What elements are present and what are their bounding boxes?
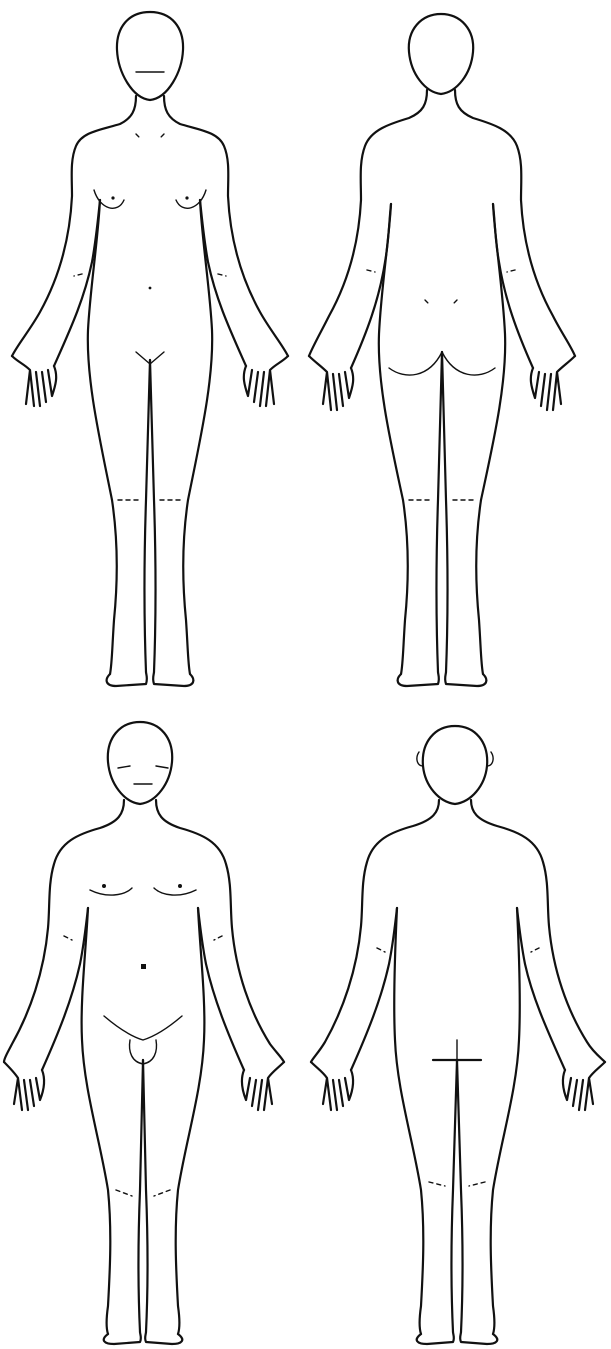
female-back-figure (305, 0, 611, 700)
male-back-outline (311, 726, 605, 1344)
male-front-details (64, 766, 222, 1196)
male-back-figure (305, 700, 611, 1349)
female-front-figure (0, 0, 305, 700)
female-front-details (74, 72, 226, 500)
female-front-outline (12, 12, 288, 686)
female-back-outline (309, 14, 575, 686)
male-front-figure (0, 700, 305, 1349)
male-front-outline (4, 722, 284, 1344)
